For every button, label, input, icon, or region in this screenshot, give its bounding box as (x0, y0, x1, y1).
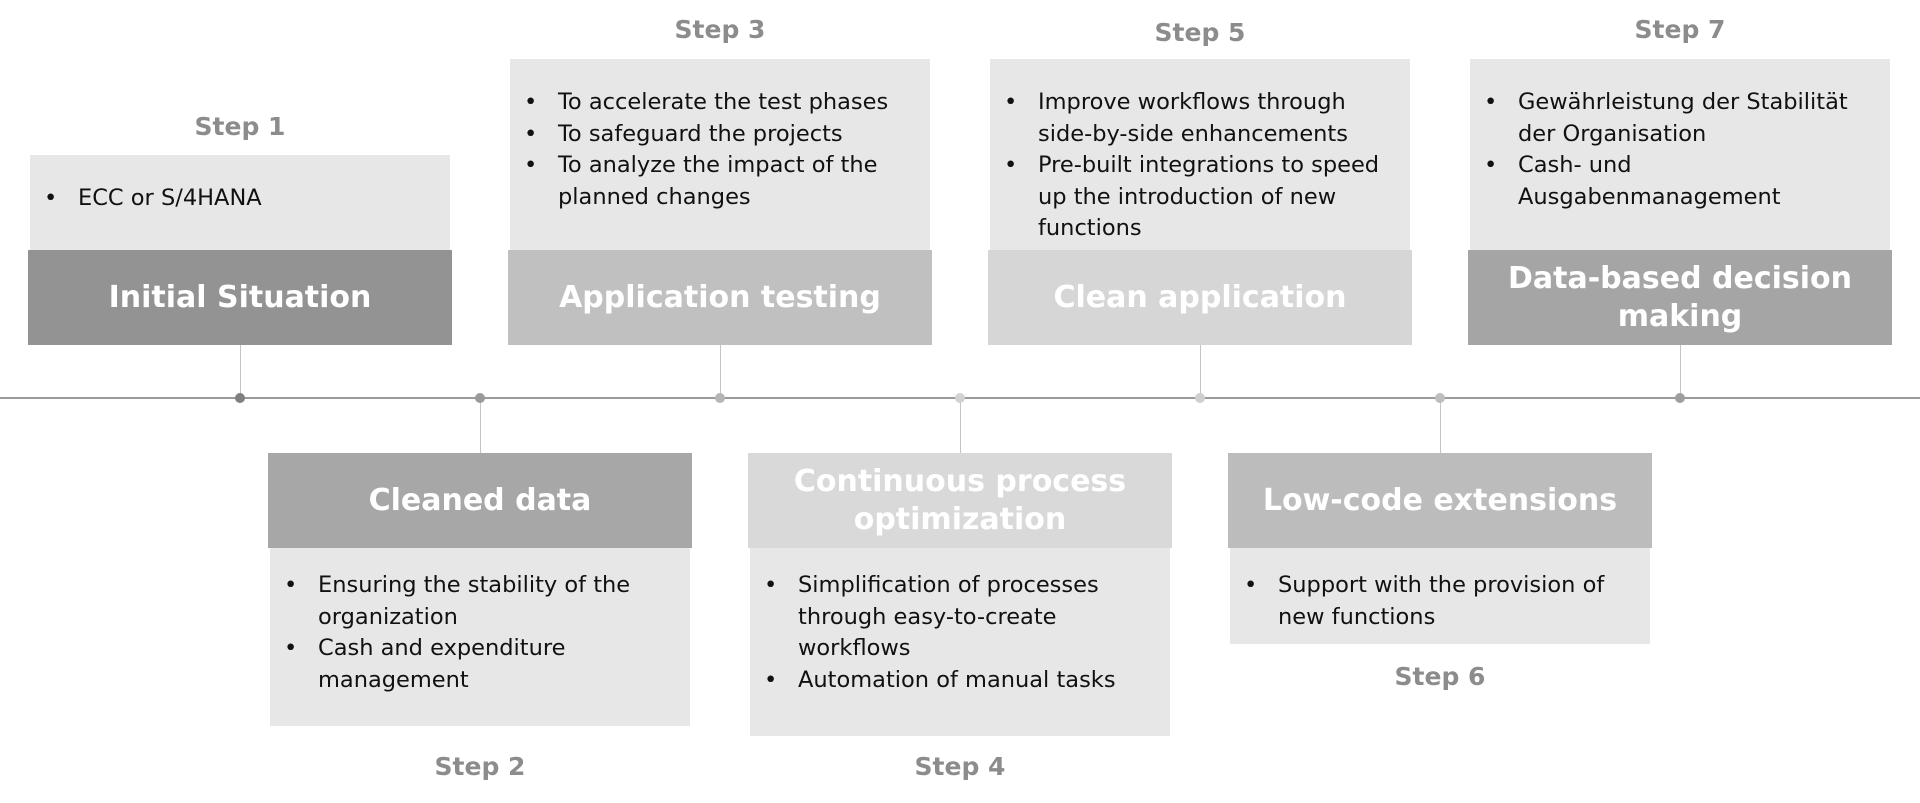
step-4-label: Step 4 (914, 752, 1006, 781)
step-2-bullet: Cash and expenditure management (284, 633, 670, 696)
step-7-title: Data-based decision making (1468, 250, 1892, 345)
step-6-title: Low-code extensions (1228, 453, 1652, 548)
step-2-label: Step 2 (434, 752, 526, 781)
step-1-marker (235, 393, 245, 403)
step-7-bullet: Gewährleistung der Stabilität der Organi… (1484, 87, 1870, 150)
step-4-title: Continuous process optimization (748, 453, 1172, 548)
step-7-marker (1675, 393, 1685, 403)
step-6-marker (1435, 393, 1445, 403)
step-4-details: Simplification of processes through easy… (750, 548, 1170, 736)
step-4-connector (960, 398, 961, 453)
step-3-bullet-list: To accelerate the test phasesTo safeguar… (524, 87, 910, 213)
step-5-label: Step 5 (1154, 18, 1246, 47)
step-3-bullet: To analyze the impact of the planned cha… (524, 150, 910, 213)
step-1-label: Step 1 (194, 112, 286, 141)
step-3-connector (720, 345, 721, 398)
step-5-marker (1195, 393, 1205, 403)
step-4-bullet-list: Simplification of processes through easy… (764, 570, 1150, 696)
step-5-bullet: Improve workflows through side-by-side e… (1004, 87, 1390, 150)
step-4-marker (955, 393, 965, 403)
step-1-bullet-list: ECC or S/4HANA (44, 183, 430, 215)
step-3-details: To accelerate the test phasesTo safeguar… (510, 59, 930, 250)
step-2-bullet-list: Ensuring the stability of the organizati… (284, 570, 670, 696)
step-3-bullet: To accelerate the test phases (524, 87, 910, 119)
step-4-bullet: Simplification of processes through easy… (764, 570, 1150, 665)
step-3-title: Application testing (508, 250, 932, 345)
step-5-details: Improve workflows through side-by-side e… (990, 59, 1410, 250)
step-1-connector (240, 345, 241, 398)
step-2-details: Ensuring the stability of the organizati… (270, 548, 690, 726)
step-1-details: ECC or S/4HANA (30, 155, 450, 250)
step-1-title: Initial Situation (28, 250, 452, 345)
step-6-bullet: Support with the provision of new functi… (1244, 570, 1630, 633)
step-5-title: Clean application (988, 250, 1412, 345)
step-6-details: Support with the provision of new functi… (1230, 548, 1650, 644)
step-7-connector (1680, 345, 1681, 398)
step-7-label: Step 7 (1634, 15, 1726, 44)
step-7-details: Gewährleistung der Stabilität der Organi… (1470, 59, 1890, 250)
step-6-connector (1440, 398, 1441, 453)
step-5-bullet-list: Improve workflows through side-by-side e… (1004, 87, 1390, 245)
step-6-label: Step 6 (1394, 662, 1486, 691)
step-2-connector (480, 398, 481, 453)
step-2-bullet: Ensuring the stability of the organizati… (284, 570, 670, 633)
step-1-bullet: ECC or S/4HANA (44, 183, 430, 215)
step-5-connector (1200, 345, 1201, 398)
step-4-bullet: Automation of manual tasks (764, 665, 1150, 697)
step-3-bullet: To safeguard the projects (524, 119, 910, 151)
step-3-marker (715, 393, 725, 403)
step-7-bullet-list: Gewährleistung der Stabilität der Organi… (1484, 87, 1870, 213)
step-2-title: Cleaned data (268, 453, 692, 548)
step-7-bullet: Cash- und Ausgabenmanagement (1484, 150, 1870, 213)
step-3-label: Step 3 (674, 15, 766, 44)
step-5-bullet: Pre-built integrations to speed up the i… (1004, 150, 1390, 245)
step-6-bullet-list: Support with the provision of new functi… (1244, 570, 1630, 633)
step-2-marker (475, 393, 485, 403)
